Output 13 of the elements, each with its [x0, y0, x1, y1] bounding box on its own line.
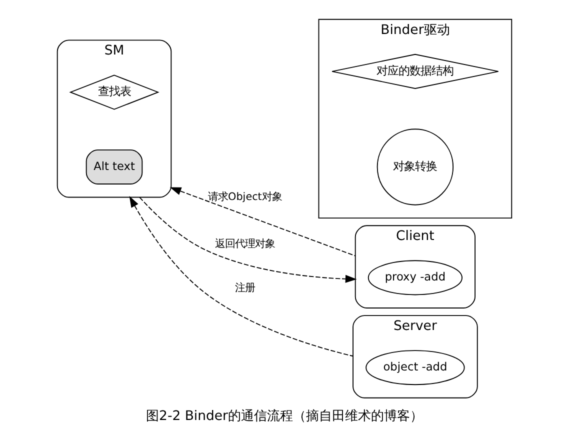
node-ellipse: proxy -add	[367, 260, 462, 296]
arrow	[128, 196, 353, 357]
node-diamond: 查找表	[68, 74, 159, 110]
edge-label: 请求Object对象	[208, 190, 282, 203]
edge-label: 注册	[234, 282, 254, 294]
arrow	[138, 196, 356, 283]
node-ellipse: object -add	[365, 350, 464, 386]
arrow	[169, 187, 356, 256]
node-diamond: 对应的数据结构	[331, 54, 498, 89]
caption: 图2-2 Binder的通信流程（摘自田维术的博客）	[146, 408, 422, 424]
edge-label: 返回代理对象	[214, 238, 274, 250]
node-circle: 对象转换	[376, 128, 454, 206]
node-box: Alt text	[85, 149, 142, 184]
